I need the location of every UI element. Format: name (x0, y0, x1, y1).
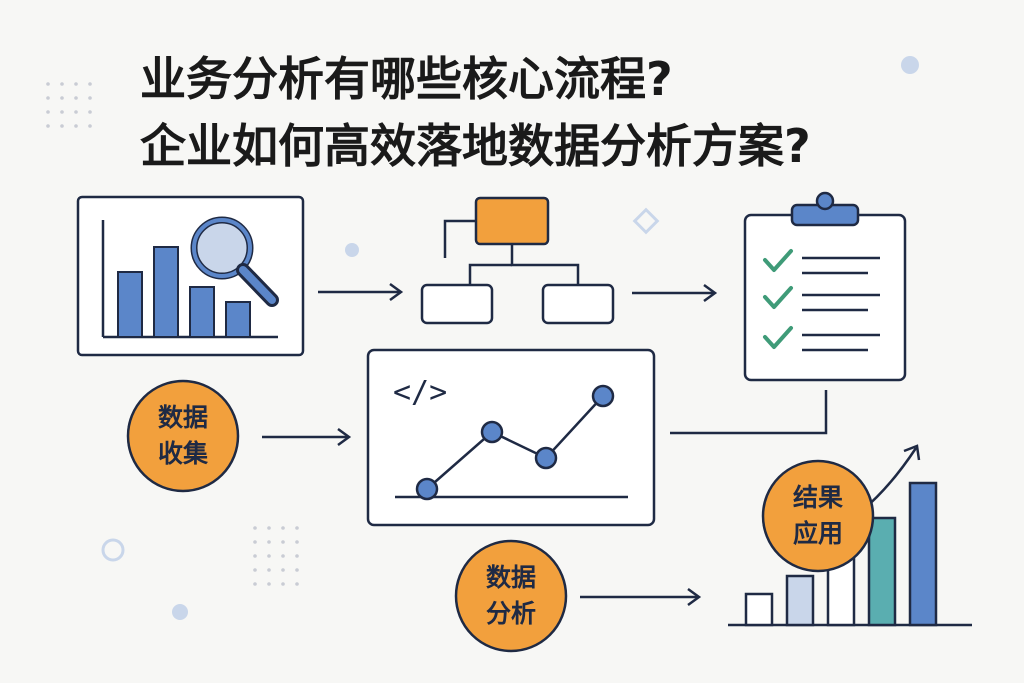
decor-dot (295, 568, 299, 572)
magnifier-icon (190, 216, 279, 307)
arrow-to-analysis-panel (262, 427, 352, 447)
decor-dot (281, 540, 285, 544)
line-chart-point (415, 477, 439, 501)
decor-dot (46, 110, 50, 114)
arrow-to-checklist (632, 283, 718, 303)
decor-dot (88, 96, 92, 100)
decor-dot (253, 540, 257, 544)
data-analysis-label-1: 数据 (486, 563, 536, 592)
growth-bar (867, 516, 897, 627)
mini-bar (153, 246, 179, 338)
decor-diamond (632, 207, 660, 235)
decor-dot (74, 82, 78, 86)
decor-dot (74, 124, 78, 128)
decor-dot (281, 582, 285, 586)
decor-dot (295, 554, 299, 558)
bar-chart-mini (101, 220, 278, 339)
decor-dot (295, 540, 299, 544)
data-collection-label-2: 收集 (158, 439, 209, 468)
data-analysis-label-2: 分析 (486, 599, 536, 628)
flowchart-icon (420, 196, 615, 325)
decor-dot (88, 82, 92, 86)
decor-dot (46, 82, 50, 86)
decor-dot (253, 568, 257, 572)
mini-bar (225, 301, 251, 338)
mini-bar (117, 271, 143, 338)
decor-dot (74, 96, 78, 100)
result-application-circle: 结果 应用 (761, 459, 875, 573)
decor-dot (267, 582, 271, 586)
arrow-to-results (580, 587, 702, 607)
line-chart-point (591, 384, 615, 408)
growth-bar (908, 481, 938, 627)
title-line-1: 业务分析有哪些核心流程? (140, 52, 673, 106)
decor-dot (267, 540, 271, 544)
decor-dot (74, 110, 78, 114)
check-item (763, 326, 880, 352)
growth-bar (785, 574, 815, 627)
decor-dot (901, 56, 919, 74)
data-collection-label-1: 数据 (158, 403, 208, 432)
growth-bar (744, 592, 774, 627)
decor-dot (295, 526, 299, 530)
decor-dot (60, 110, 64, 114)
decor-ring (101, 538, 125, 562)
decor-dot (172, 604, 188, 620)
check-item (763, 249, 880, 275)
data-analysis-circle: 数据 分析 (454, 539, 568, 653)
decor-dot (253, 582, 257, 586)
line-chart-point (480, 420, 504, 444)
result-application-label-1: 结果 (793, 483, 843, 512)
decor-dot (267, 526, 271, 530)
checklist-clipboard-icon (743, 191, 907, 382)
decor-dot (60, 96, 64, 100)
data-collection-circle: 数据 收集 (126, 379, 240, 493)
decor-dot (60, 82, 64, 86)
decor-dot (253, 526, 257, 530)
line-chart-icon (395, 384, 628, 501)
decor-dot (60, 124, 64, 128)
arrow-to-flowchart (318, 282, 404, 302)
decor-dot (295, 582, 299, 586)
decor-dot-grid-bottom-left (253, 526, 299, 586)
mini-bar (189, 286, 215, 338)
analysis-panel: </> (366, 348, 656, 527)
decor-dot (46, 96, 50, 100)
decor-dot (88, 124, 92, 128)
result-application-label-2: 应用 (793, 519, 843, 548)
line-chart-point (534, 446, 558, 470)
decor-dot (46, 124, 50, 128)
decor-dot (267, 554, 271, 558)
connector-checklist-to-analysis (670, 390, 828, 435)
decor-dot (253, 554, 257, 558)
code-icon: </> (393, 375, 447, 410)
check-item (763, 286, 880, 312)
decor-dot (88, 110, 92, 114)
data-overview-panel (76, 195, 305, 357)
decor-dot-grid-top-left (46, 82, 92, 128)
decor-dot (281, 554, 285, 558)
title-line-2: 企业如何高效落地数据分析方案? (140, 119, 811, 173)
decor-dot (281, 526, 285, 530)
decor-dot (281, 568, 285, 572)
decor-dot (267, 568, 271, 572)
decor-dot (345, 243, 359, 257)
